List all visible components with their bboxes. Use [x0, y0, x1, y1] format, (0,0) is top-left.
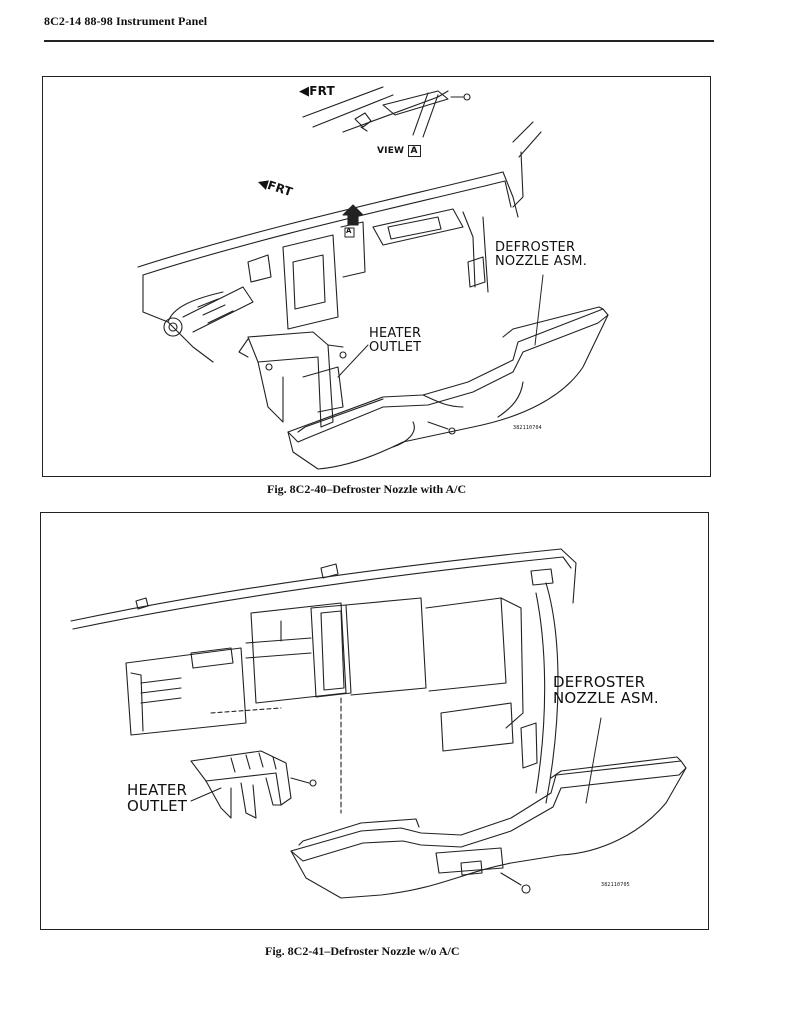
- header-rule: [44, 40, 714, 42]
- defroster-nozzle-label-line1: DEFROSTER: [553, 673, 646, 691]
- illustration-without-ac: [70, 548, 687, 899]
- heater-outlet-label: HEATER OUTLET: [369, 327, 421, 354]
- heater-outlet-label-line2: OUTLET: [369, 339, 422, 355]
- defroster-nozzle-label: DEFROSTER NOZZLE ASM.: [495, 241, 587, 268]
- figure-caption-with-ac: Fig. 8C2-40–Defroster Nozzle with A/C: [267, 482, 467, 496]
- view-text: VIEW: [377, 146, 405, 156]
- view-letter-box: A: [407, 145, 421, 157]
- part-number: 382110704: [513, 425, 542, 431]
- page-header: 8C2-14 88-98 Instrument Panel: [44, 14, 208, 28]
- front-arrow-icon: ◀: [299, 84, 310, 99]
- frt-text-top: FRT: [309, 84, 335, 98]
- figure-defroster-without-ac: DEFROSTER NOZZLE ASM. HEATER OUTLET 3821…: [40, 512, 709, 930]
- figure-caption-without-ac: Fig. 8C2-41–Defroster Nozzle w/o A/C: [265, 944, 460, 958]
- heater-outlet-label: HEATER OUTLET: [127, 781, 188, 815]
- illustration-with-ac: [137, 86, 609, 470]
- callout-letter: A: [346, 227, 352, 235]
- defroster-nozzle-label-line1: DEFROSTER: [495, 240, 576, 255]
- defroster-nozzle-label: DEFROSTER NOZZLE ASM.: [553, 673, 659, 707]
- defroster-nozzle-label-line2: NOZZLE ASM.: [553, 688, 659, 707]
- heater-outlet-label-line1: HEATER: [127, 781, 188, 799]
- figure-defroster-with-ac: ◀FRT ◀FRT VIEW A A DEFROSTER NOZZLE ASM.…: [42, 76, 711, 477]
- frt-label-top: ◀FRT: [299, 85, 335, 99]
- part-number: 382110705: [601, 882, 630, 888]
- heater-outlet-label-line1: HEATER: [369, 326, 422, 341]
- view-label: VIEW A: [377, 145, 421, 157]
- defroster-nozzle-label-line2: NOZZLE ASM.: [495, 253, 588, 269]
- heater-outlet-label-line2: OUTLET: [127, 796, 188, 815]
